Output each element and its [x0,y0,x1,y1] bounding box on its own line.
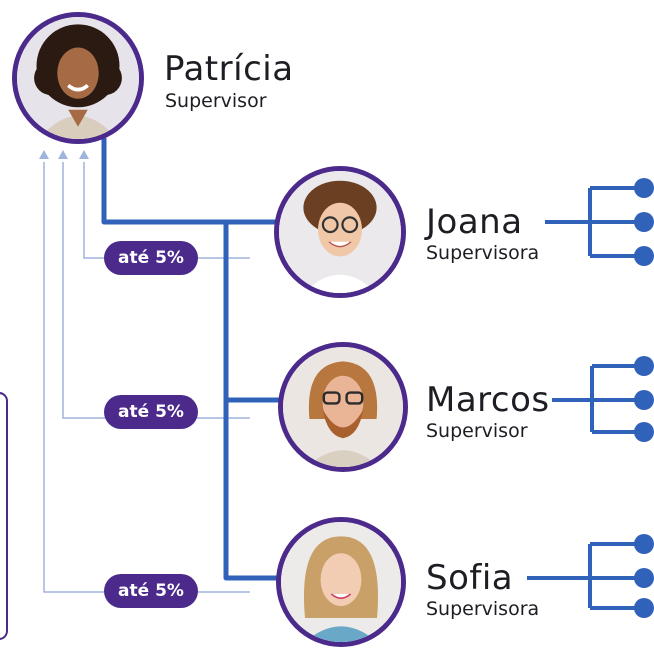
branch-sofia [527,542,642,610]
hierarchy-lines [101,138,282,581]
joana-role: Supervisora [426,242,540,264]
patricia-avatar [12,12,144,144]
connector-dot-icon [634,356,654,376]
main-line-sofia [223,400,282,581]
connector-dot-icon [634,246,654,266]
arrow-up-icon [79,150,89,159]
arrow-up-icons [39,150,89,159]
woman-blonde-avatar [281,522,401,642]
branch-marcos [552,364,642,434]
arrow-up-icon [39,150,49,159]
commission-badge-joana: até 5% [104,241,198,275]
connector-dot-icon [634,422,654,442]
joana-name: Joana [426,202,523,242]
marcos-avatar [278,342,408,472]
commission-lines [43,162,250,593]
thin-line-marcos [62,162,250,419]
man-beard-glasses-avatar [283,347,403,467]
root-role: Supervisor [165,90,267,112]
connector-dot-icon [634,178,654,198]
joana-avatar [274,166,406,298]
root-name: Patrícia [164,49,294,89]
main-line-marcos [223,222,282,403]
arrow-up-icon [58,150,68,159]
sofia-avatar [276,517,406,647]
woman-curly-hair-avatar [17,17,139,139]
right-branches [527,186,642,610]
marcos-role: Supervisor [426,420,528,442]
side-panel-edge [0,392,8,640]
sofia-role: Supervisora [426,598,540,620]
commission-badge-marcos: até 5% [104,395,198,429]
connector-dot-icon [634,598,654,618]
connector-dots [634,178,654,618]
branch-joana [545,186,642,258]
marcos-name: Marcos [426,380,550,420]
connector-dot-icon [634,568,654,588]
sofia-name: Sofia [426,558,514,598]
commission-badge-sofia: até 5% [104,574,198,608]
connector-dot-icon [634,212,654,232]
thin-line-sofia [43,162,250,593]
connector-dot-icon [634,534,654,554]
main-line-joana [101,138,282,225]
connector-dot-icon [634,390,654,410]
woman-glasses-avatar [279,171,401,293]
